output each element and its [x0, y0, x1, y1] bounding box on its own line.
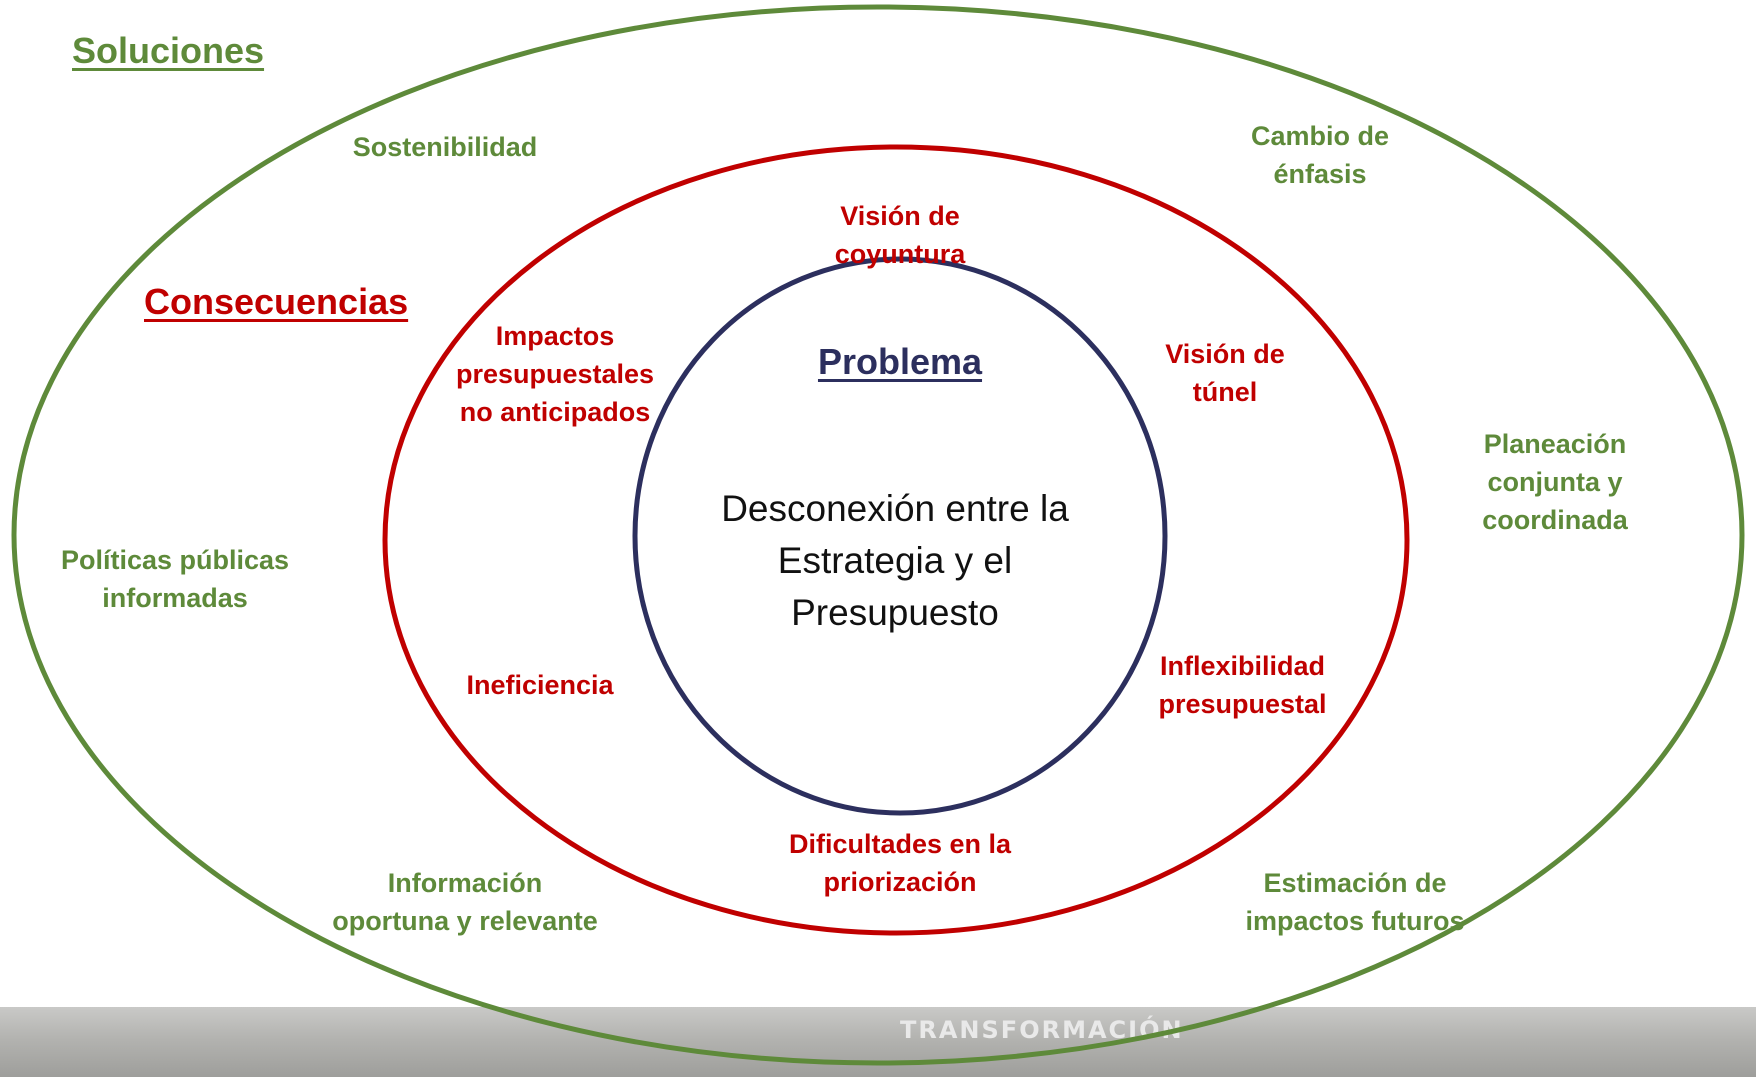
solution-item: Información oportuna y relevante [332, 868, 598, 936]
solutions-heading: Soluciones [72, 30, 265, 71]
consequences-ellipse [382, 144, 1410, 936]
consequence-item: Inflexibilidad presupuestal [1158, 651, 1327, 719]
consequence-item: Visión de coyuntura [834, 201, 966, 269]
problem-heading: Problema [817, 341, 983, 382]
solution-item: Sostenibilidad [352, 132, 538, 162]
solutions-ellipse [11, 4, 1745, 1066]
consequence-item: Dificultades en la priorización [788, 829, 1012, 897]
solution-item: Políticas públicas informadas [60, 545, 290, 613]
consequence-item: Impactos presupuestales no anticipados [455, 321, 655, 427]
consequence-item: Ineficiencia [466, 670, 614, 700]
problem-circle [632, 256, 1168, 816]
consequence-item: Visión de túnel [1165, 339, 1285, 407]
solution-item: Planeación conjunta y coordinada [1482, 429, 1628, 535]
consequences-heading: Consecuencias [144, 281, 409, 322]
solution-item: Cambio de énfasis [1250, 121, 1390, 189]
solution-item: Estimación de impactos futuros [1245, 868, 1465, 936]
problem-text: Desconexión entre la Estrategia y el Pre… [721, 488, 1069, 633]
